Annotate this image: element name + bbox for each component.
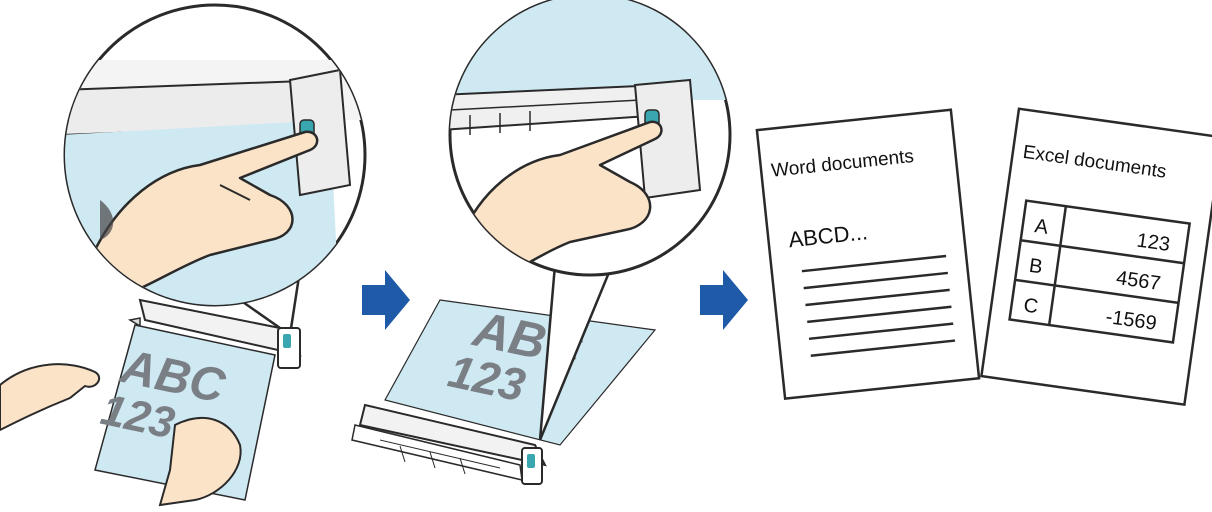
text-lines	[801, 254, 956, 357]
step-3-group: Word documents ABCD... Excel documents A	[755, 107, 1212, 407]
excel-document: Excel documents A 123 B 4567 C -1569	[979, 107, 1212, 407]
pointing-hand-icon	[93, 130, 319, 302]
scanner-icon	[288, 68, 352, 197]
right-hand-icon	[158, 416, 242, 507]
scanner-icon	[127, 298, 302, 369]
step-1-group: ABC 123	[0, 3, 367, 507]
step-1-zoom-callout	[63, 3, 367, 338]
arrow-right-icon	[700, 270, 748, 330]
word-document: Word documents ABCD...	[755, 108, 981, 401]
table-cell: 123	[1135, 230, 1171, 256]
step-2-group: ABC 123	[351, 0, 732, 485]
table-cell: B	[1028, 255, 1044, 279]
scanner-icon	[351, 403, 547, 485]
table-cell: C	[1022, 294, 1039, 318]
arrow-right-icon	[362, 270, 410, 330]
document-icon	[979, 107, 1212, 407]
table-cell: A	[1033, 215, 1050, 239]
left-hand-icon	[0, 363, 101, 432]
